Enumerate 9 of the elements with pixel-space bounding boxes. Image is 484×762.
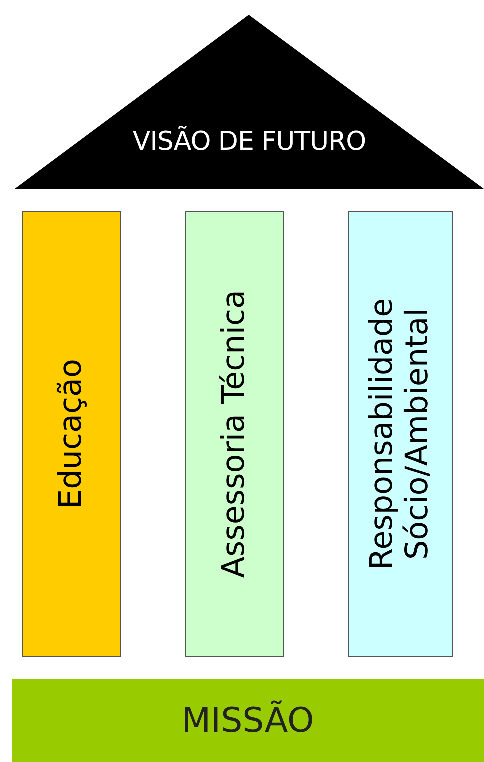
pillar [348, 211, 453, 657]
pillar-label: Educação [54, 359, 90, 509]
pillar [185, 211, 284, 657]
roof-label: VISÃO DE FUTURO [132, 127, 366, 157]
foundation-label: MISSÃO [182, 700, 314, 740]
pillar-label: Assessoria Técnica [216, 290, 252, 578]
foundation-bar [12, 679, 484, 762]
pillar [22, 211, 121, 657]
pillar-label: Responsabilidade Sócio/Ambiental [364, 297, 436, 572]
